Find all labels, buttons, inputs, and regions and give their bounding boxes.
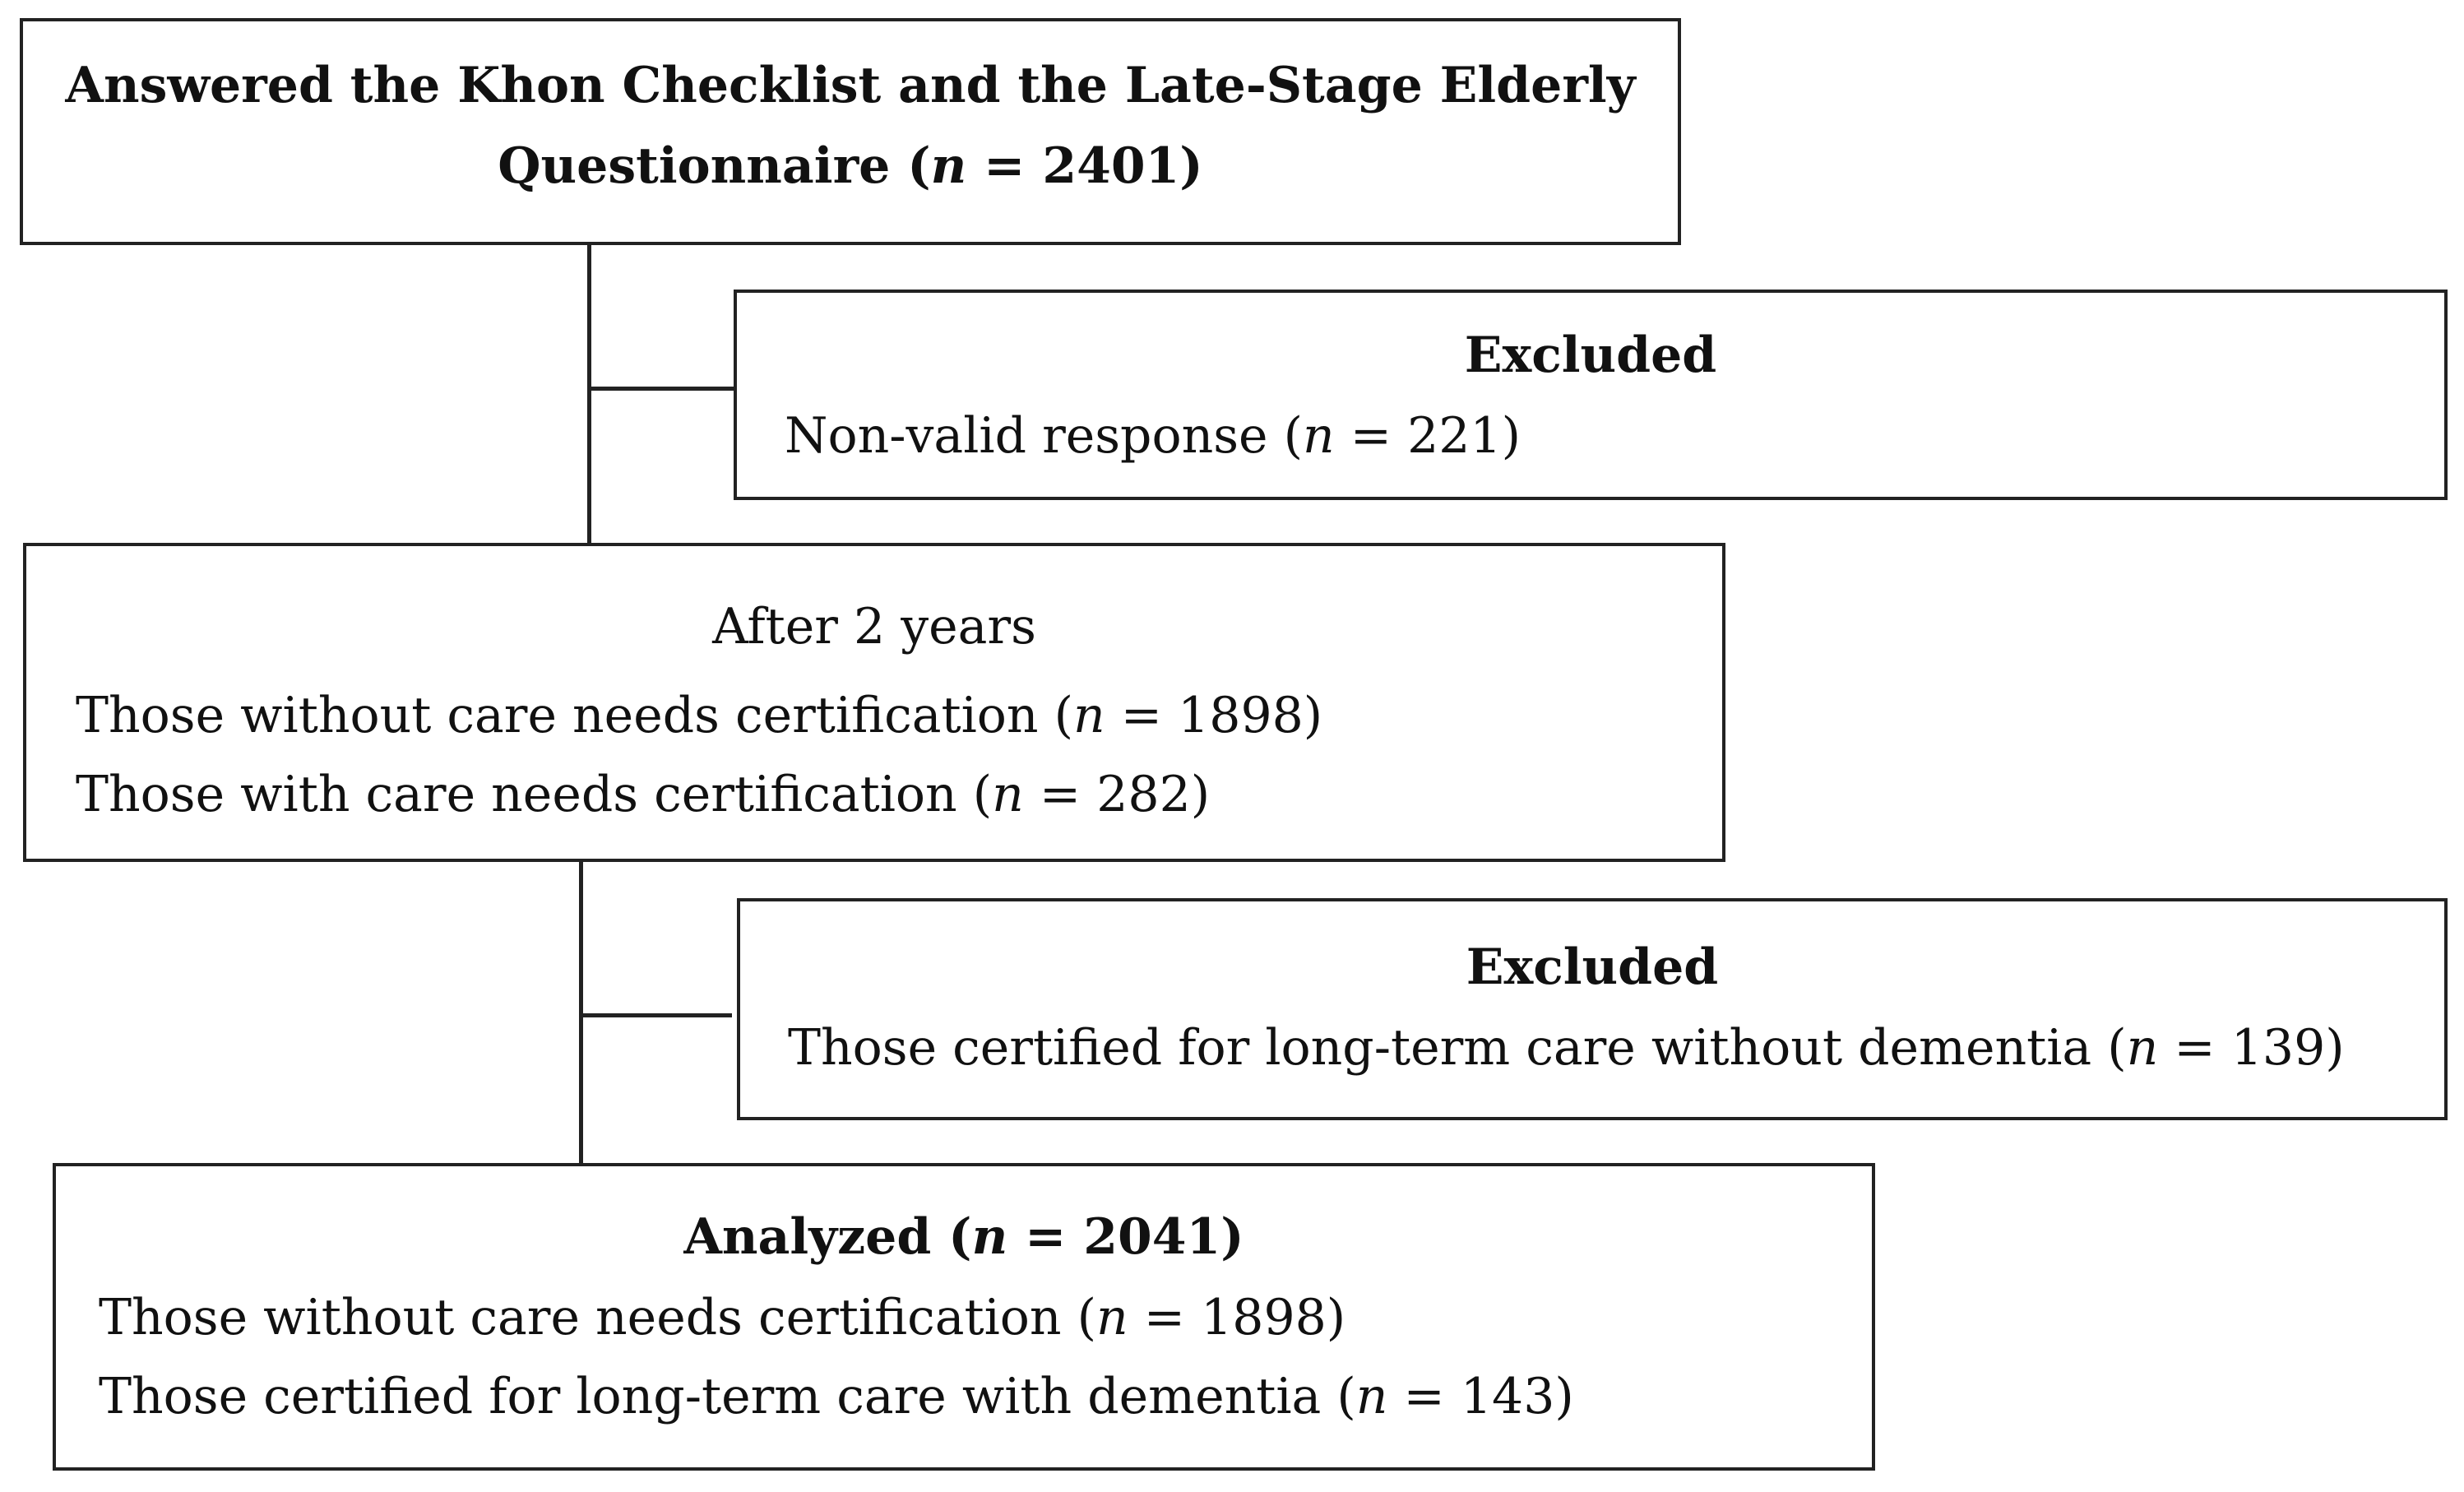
n-symbol: n [1073, 687, 1105, 744]
box-excluded-1: Excluded Non-valid response (n = 221) [734, 290, 2448, 500]
box-after-2-years: After 2 years Those without care needs c… [23, 543, 1725, 862]
n-symbol: n [992, 766, 1024, 823]
box-excluded-2-count: = 139) [2158, 1019, 2345, 1077]
box-excluded-1-reason: Non-valid response (n = 221) [785, 411, 1521, 461]
row2-count: = 282) [1023, 766, 1211, 823]
row1-prefix: Those without care needs certification ( [99, 1289, 1097, 1346]
n-symbol: n [1096, 1289, 1128, 1346]
box-enrolled-line1: Answered the Khon Checklist and the Late… [65, 57, 1636, 114]
connector-main-1 [587, 243, 591, 543]
box-after-2-years-title: After 2 years [712, 598, 1036, 656]
box-excluded-2: Excluded Those certified for long-term c… [737, 898, 2448, 1120]
connector-branch-2 [579, 1013, 732, 1017]
box-analyzed-title: Analyzed (n = 2041) [56, 1212, 1872, 1262]
box-excluded-2-reason: Those certified for long-term care witho… [788, 1023, 2345, 1073]
box-excluded-1-count: = 221) [1334, 407, 1521, 465]
box-after-2-years-row1: Those without care needs certification (… [76, 691, 1322, 740]
box-excluded-1-prefix: Non-valid response ( [785, 407, 1303, 465]
row2-count: = 143) [1387, 1368, 1574, 1425]
connector-main-2 [579, 860, 583, 1163]
row1-prefix: Those without care needs certification ( [76, 687, 1074, 744]
box-enrolled: Answered the Khon Checklist and the Late… [20, 18, 1681, 245]
row1-count: = 1898) [1105, 687, 1323, 744]
box-enrolled-line2: Questionnaire (n = 2401) [23, 141, 1678, 191]
box-analyzed-row1: Those without care needs certification (… [99, 1293, 1345, 1342]
n-symbol: n [1303, 407, 1335, 465]
analyzed-prefix: Analyzed ( [683, 1208, 972, 1266]
box-after-2-years-row2: Those with care needs certification (n =… [76, 770, 1210, 819]
box-enrolled-line2-prefix: Questionnaire ( [498, 137, 931, 195]
row1-count: = 1898) [1128, 1289, 1346, 1346]
box-analyzed: Analyzed (n = 2041) Those without care n… [53, 1163, 1875, 1471]
box-enrolled-count: = 2401) [966, 137, 1203, 195]
n-symbol: n [1355, 1368, 1388, 1425]
row2-prefix: Those with care needs certification ( [76, 766, 993, 823]
row2-prefix: Those certified for long-term care with … [99, 1368, 1356, 1425]
box-excluded-1-title: Excluded [1464, 327, 1717, 384]
n-symbol: n [971, 1208, 1008, 1266]
n-symbol: n [2126, 1019, 2159, 1077]
n-symbol: n [930, 137, 967, 195]
box-excluded-2-prefix: Those certified for long-term care witho… [788, 1019, 2127, 1077]
analyzed-count: = 2041) [1007, 1208, 1244, 1266]
connector-branch-1 [587, 387, 735, 391]
box-excluded-2-title: Excluded [1466, 938, 1719, 996]
box-analyzed-row2: Those certified for long-term care with … [99, 1372, 1574, 1421]
